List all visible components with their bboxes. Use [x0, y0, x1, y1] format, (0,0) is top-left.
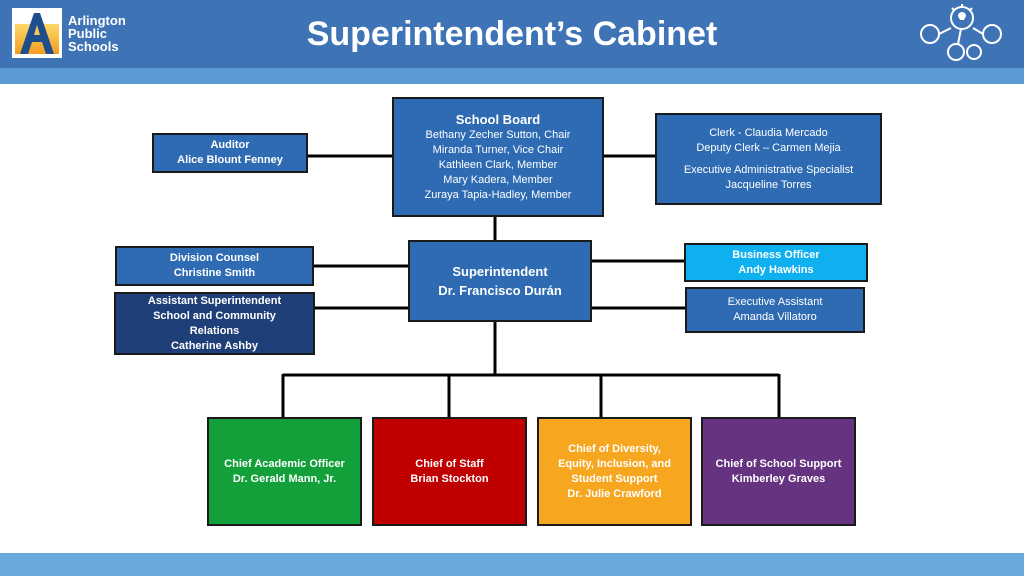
header-bar: [0, 0, 1024, 68]
chief-of-diversity-line: Chief of Diversity,: [568, 442, 661, 455]
logo-text-line: Schools: [68, 39, 119, 54]
business-officer-name: Andy Hawkins: [738, 263, 814, 276]
school-board-box: School Board Bethany Zecher Sutton, Chai…: [392, 97, 604, 217]
superintendent-name: Dr. Francisco Durán: [438, 283, 562, 298]
assistant-superintendent-box: Assistant Superintendent School and Comm…: [114, 292, 315, 355]
school-board-member: Mary Kadera, Member: [443, 174, 553, 186]
deputy-clerk-line: Deputy Clerk – Carmen Mejia: [696, 141, 841, 154]
chief-of-staff-title: Chief of Staff: [415, 457, 484, 470]
chief-academic-officer-name: Dr. Gerald Mann, Jr.: [232, 472, 337, 485]
executive-assistant-name: Amanda Villatoro: [733, 311, 817, 323]
chief-of-diversity-name: Dr. Julie Crawford: [567, 487, 662, 500]
chief-of-school-support-box: Chief of School Support Kimberley Graves: [701, 417, 856, 526]
chief-academic-officer-title: Chief Academic Officer: [224, 457, 345, 470]
business-officer-title: Business Officer: [732, 248, 820, 261]
executive-assistant-box: Executive Assistant Amanda Villatoro: [685, 287, 865, 333]
school-board-member: Kathleen Clark, Member: [438, 159, 558, 171]
auditor-name: Alice Blount Fenney: [177, 154, 283, 166]
chief-academic-officer-box: Chief Academic Officer Dr. Gerald Mann, …: [207, 417, 362, 526]
school-board-title: School Board: [455, 112, 541, 127]
chief-of-staff-name: Brian Stockton: [410, 472, 489, 485]
clerk-box: Clerk - Claudia Mercado Deputy Clerk – C…: [655, 113, 882, 205]
logo-text-line: Public: [68, 26, 108, 41]
brand-icons-cluster: [916, 2, 1008, 66]
arlington-logo: Arlington Public Schools: [12, 8, 130, 60]
clerk-line: Clerk - Claudia Mercado: [709, 126, 828, 139]
school-board-member: Zuraya Tapia-Hadley, Member: [424, 189, 572, 201]
business-officer-box: Business Officer Andy Hawkins: [684, 243, 868, 282]
chief-of-diversity-line: Equity, Inclusion, and: [558, 457, 671, 470]
division-counsel-name: Christine Smith: [173, 267, 256, 279]
assistant-superintendent-line: School and Community: [153, 309, 276, 322]
division-counsel-title: Division Counsel: [169, 252, 260, 264]
footer-bar: [0, 553, 1024, 576]
chief-of-diversity-box: Chief of Diversity, Equity, Inclusion, a…: [537, 417, 692, 526]
assistant-superintendent-line: Relations: [189, 324, 240, 337]
chief-of-school-support-name: Kimberley Graves: [731, 472, 826, 485]
logo-mark-icon: [12, 8, 62, 58]
chief-of-staff-box: Chief of Staff Brian Stockton: [372, 417, 527, 526]
specialist-name: Jacqueline Torres: [725, 178, 812, 191]
auditor-box: Auditor Alice Blount Fenney: [152, 133, 308, 173]
school-board-member: Bethany Zecher Sutton, Chair: [425, 129, 571, 141]
superintendent-title: Superintendent: [452, 264, 548, 279]
chief-of-school-support-title: Chief of School Support: [715, 457, 842, 470]
superintendent-box: Superintendent Dr. Francisco Durán: [408, 240, 592, 322]
specialist-title: Executive Administrative Specialist: [683, 163, 854, 176]
logo-text-line: Arlington: [68, 13, 126, 28]
assistant-superintendent-line: Assistant Superintendent: [147, 294, 282, 307]
auditor-title: Auditor: [210, 139, 250, 151]
executive-assistant-title: Executive Assistant: [727, 296, 823, 308]
header-stripe: [0, 68, 1024, 84]
assistant-superintendent-name: Catherine Ashby: [170, 339, 258, 352]
chief-of-diversity-line: Student Support: [571, 472, 658, 485]
division-counsel-box: Division Counsel Christine Smith: [115, 246, 314, 286]
school-board-member: Miranda Turner, Vice Chair: [432, 144, 564, 156]
